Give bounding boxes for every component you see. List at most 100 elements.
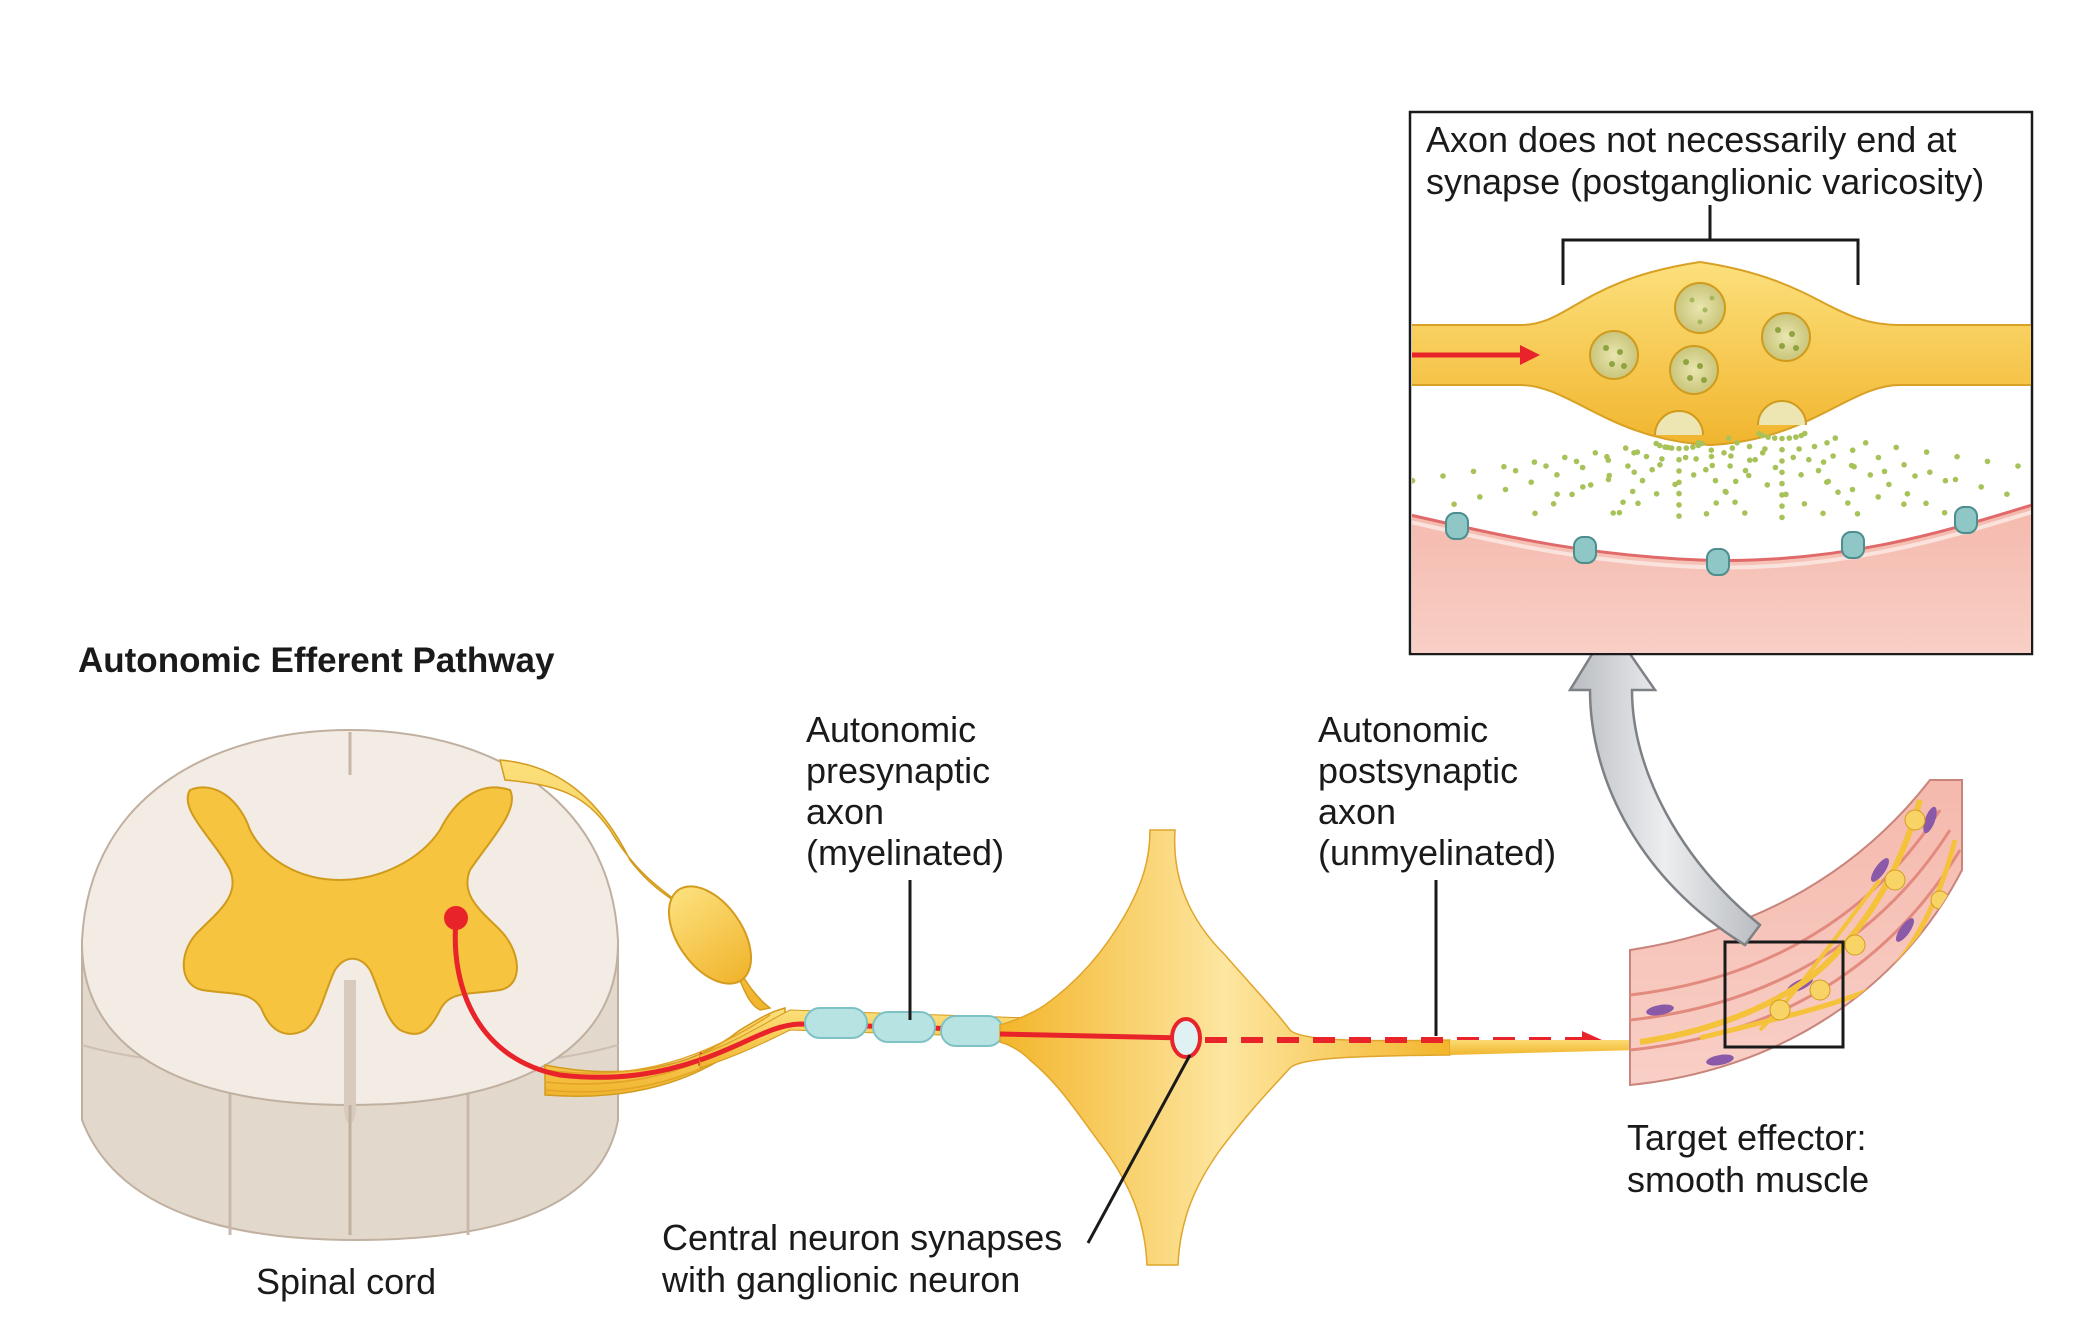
neurotransmitter-dot [1708, 453, 1715, 460]
neurotransmitter-dot [1779, 480, 1785, 487]
neurotransmitter-dot [1927, 469, 1933, 476]
myelin-sheath [804, 1007, 868, 1039]
synapse-site [1170, 1017, 1202, 1059]
neurotransmitter-dot [1779, 458, 1785, 464]
neurotransmitter-dot [1779, 446, 1785, 453]
neurotransmitter-dot [1772, 464, 1779, 471]
neurotransmitter-dot [1848, 462, 1855, 469]
neurotransmitter-dot [1579, 464, 1586, 471]
neurotransmitter-dot [1862, 440, 1869, 446]
dorsal-root [499, 759, 772, 1011]
neurotransmitter-dot [1727, 463, 1733, 469]
presynaptic-label-line: (myelinated) [806, 832, 1004, 873]
neurotransmitter-dot [1759, 432, 1766, 439]
receptor [1445, 512, 1469, 540]
neurotransmitter-dot [1796, 446, 1802, 452]
neurotransmitter-dot [1923, 500, 1929, 507]
postsynaptic-label-line: axon [1318, 791, 1396, 832]
neurotransmitter-dot [1867, 472, 1874, 478]
neurotransmitter-dot [1849, 447, 1856, 454]
diagram-title: Autonomic Efferent Pathway [78, 641, 555, 680]
neurotransmitter-dot [1779, 492, 1785, 498]
neurotransmitter-dot [1802, 430, 1808, 437]
neurotransmitter-dot [1824, 440, 1830, 446]
neurotransmitter-dot [1752, 456, 1758, 463]
zoom-region-box [1723, 940, 1845, 1049]
neurotransmitter-dot [1801, 501, 1808, 507]
central-neuron-body [444, 906, 468, 930]
neurotransmitter-dot [1886, 481, 1892, 488]
neurotransmitter-dot [1779, 503, 1785, 509]
receptor [1841, 531, 1865, 559]
neurotransmitter-dot [1912, 473, 1918, 479]
neurotransmitter-dot [1620, 499, 1626, 506]
neurotransmitter-dot [1708, 447, 1715, 454]
neurotransmitter-dot [1904, 491, 1911, 497]
neurotransmitter-dot [1657, 462, 1663, 468]
neurotransmitter-dot [1653, 491, 1660, 497]
neurotransmitter-dot [1635, 500, 1641, 507]
neurotransmitter-dot [1451, 501, 1457, 508]
neurotransmitter-dot [1742, 510, 1748, 516]
neurotransmitter-dot [1676, 468, 1682, 474]
vesicle [1761, 312, 1811, 362]
neurotransmitter-dot [1721, 450, 1727, 456]
neurotransmitter-dot [1875, 494, 1881, 500]
neurotransmitter-dot [1656, 442, 1663, 449]
neurotransmitter-dot [1587, 482, 1594, 488]
ganglionic-neuron [999, 829, 1451, 1266]
neurotransmitter-dot [1713, 500, 1719, 506]
neurotransmitter-dot [1676, 513, 1682, 519]
neurotransmitter-dot [1854, 511, 1861, 517]
target-label-line: smooth muscle [1627, 1159, 1869, 1200]
neurotransmitter-dot [1528, 479, 1534, 486]
receptor [1954, 506, 1978, 534]
vesicle [1669, 345, 1719, 395]
neurotransmitter-dot [1412, 477, 1416, 484]
neurotransmitter-dot [1954, 453, 1960, 460]
neurotransmitter-dot [1562, 454, 1568, 461]
neurotransmitter-dot [1942, 477, 1949, 484]
neurotransmitter-dot [1746, 443, 1753, 450]
neurotransmitter-dot [1573, 458, 1580, 465]
neurotransmitter-dot [2004, 491, 2010, 498]
neurotransmitter-dot [1832, 435, 1839, 441]
neurotransmitter-dot [1512, 467, 1519, 474]
neurotransmitter-dot [1625, 463, 1631, 469]
smooth-muscle [1629, 779, 1963, 1087]
neurotransmitter-dot [1676, 445, 1682, 452]
inset-label-line: synapse (postganglionic varicosity) [1426, 161, 1984, 202]
spinal-cord-label: Spinal cord [256, 1261, 436, 1302]
neurotransmitter-dot [1875, 454, 1882, 461]
inset-label-line: Axon does not necessarily end at [1426, 119, 1956, 160]
neurotransmitter-dot [1639, 477, 1646, 484]
neurotransmitter-dot [1830, 453, 1836, 459]
central-neuron-leader [1086, 1054, 1192, 1244]
neurotransmitter-dot [1682, 454, 1689, 461]
dorsal-root-ganglion [667, 885, 753, 985]
neurotransmitter-dot [1941, 509, 1948, 516]
gray-matter [182, 786, 518, 1035]
neurotransmitter-dot [1605, 476, 1612, 483]
neurotransmitter-dot [1723, 489, 1729, 496]
neurotransmitter-dot [2046, 468, 2052, 474]
neurotransmitter-dot [1820, 510, 1826, 517]
neurotransmitter-dot [1923, 449, 1930, 455]
neurotransmitter-dot [1779, 514, 1785, 521]
neurotransmitter-dot [1771, 435, 1778, 441]
neurotransmitter-dot [1634, 449, 1641, 455]
neurotransmitter-dot [1665, 444, 1671, 451]
neurotransmitter-dot [1742, 467, 1749, 474]
neurotransmitter-dot [1765, 434, 1771, 440]
neurotransmitter-dot [1779, 435, 1785, 442]
neurotransmitter-dot [1501, 463, 1507, 470]
neurotransmitter-dot [1786, 435, 1793, 441]
neurotransmitter-dot [1746, 457, 1753, 464]
neurotransmitter-dot [1580, 484, 1586, 490]
neurotransmitter-dot [1764, 482, 1771, 488]
zoom-arrow [1567, 622, 1762, 947]
neurotransmitter-dot [2015, 463, 2021, 469]
neurotransmitter-dot [1631, 469, 1637, 476]
neurotransmitter-dot [1835, 489, 1841, 496]
neurotransmitter-dot [1762, 446, 1768, 452]
